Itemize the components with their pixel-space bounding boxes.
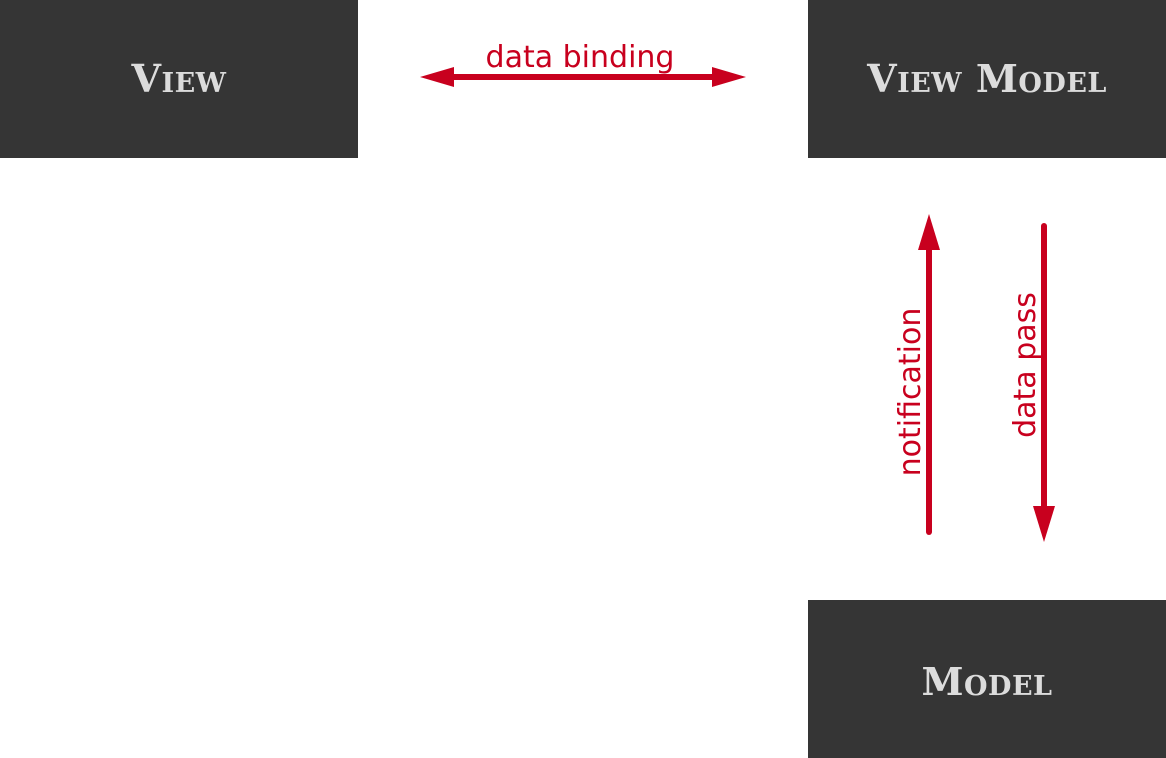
data-binding-right-head bbox=[712, 67, 746, 87]
view-label: View bbox=[131, 55, 227, 101]
data-pass-label: data pass bbox=[1008, 292, 1043, 438]
model-label: Model bbox=[921, 658, 1053, 704]
notification-label: notification bbox=[893, 308, 928, 477]
notification-arrow: notification bbox=[893, 214, 940, 535]
data-binding-arrow: data binding bbox=[420, 40, 746, 87]
model-box: Model bbox=[808, 600, 1166, 758]
view-box: View bbox=[0, 0, 358, 158]
view-model-label: View Model bbox=[867, 55, 1107, 101]
data-binding-left-head bbox=[420, 67, 454, 87]
data-pass-arrow: data pass bbox=[1008, 223, 1055, 542]
notification-head bbox=[918, 214, 940, 250]
view-model-box: View Model bbox=[808, 0, 1166, 158]
data-pass-head bbox=[1033, 506, 1055, 542]
data-binding-label: data binding bbox=[486, 40, 675, 75]
